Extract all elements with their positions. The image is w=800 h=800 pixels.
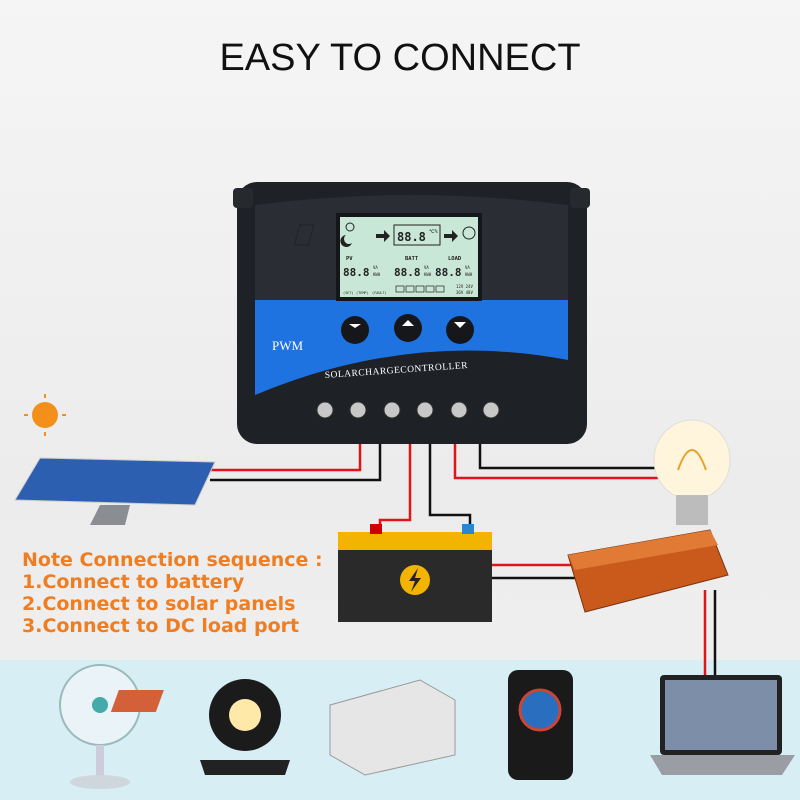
batt-unit-kwh: KWH <box>424 272 432 277</box>
inverter <box>567 529 729 613</box>
terminals <box>316 401 500 419</box>
connection-note: Note Connection sequence : 1.Connect to … <box>22 549 323 637</box>
solar-panel <box>14 457 216 525</box>
load-value: 88.8 <box>435 266 462 279</box>
battery-lcd-icon <box>393 224 441 246</box>
panel-icon <box>293 224 315 246</box>
laptop <box>650 675 795 775</box>
load-unit-va: VA <box>465 265 470 270</box>
page-title: EASY TO CONNECT <box>219 37 580 79</box>
light-bulb <box>653 419 731 525</box>
stage-light <box>200 679 290 775</box>
center-units: ℃% <box>429 229 438 235</box>
moon-icon <box>340 235 352 247</box>
arrow-icon <box>376 230 390 242</box>
speaker <box>508 670 573 780</box>
temp-label: (TEMP) <box>356 291 369 295</box>
down-button[interactable] <box>446 316 474 344</box>
batt-unit-va: VA <box>424 265 429 270</box>
pv-value: 88.8 <box>343 266 370 279</box>
voltage-bottom: 36V 48V <box>456 290 473 295</box>
center-reading: 88.8 <box>397 230 426 244</box>
pv-unit-kwh: KWH <box>373 272 381 277</box>
note-step: 2.Connect to solar panels <box>22 593 295 615</box>
pv-label: PV <box>346 256 353 262</box>
pv-unit-va: VA <box>373 265 378 270</box>
down-arrow-icon <box>454 322 466 328</box>
load-label: LOAD <box>448 256 462 262</box>
sun-icon <box>24 394 66 436</box>
printer <box>110 679 456 776</box>
note-step: 1.Connect to battery <box>22 571 245 593</box>
battery <box>338 524 492 622</box>
sun-icon <box>345 222 355 232</box>
batt-value: 88.8 <box>394 266 421 279</box>
note-heading: Note Connection sequence : <box>22 549 323 571</box>
fault-label: (FAULT) <box>372 291 387 295</box>
charge-controller: PWM SOLARCHARGECONTROLLER 88.8 ℃% PV BAT… <box>233 182 590 444</box>
arrow-icon <box>444 230 458 242</box>
blue-panel <box>255 300 568 395</box>
voltage-top: 12V 24V <box>456 284 473 289</box>
up-arrow-icon <box>402 320 414 326</box>
lcd-display: 88.8 ℃% PV BATT LOAD 88.8 88.8 88.8 VA K… <box>293 213 482 301</box>
load-unit-kwh: KWH <box>465 272 473 277</box>
pwm-label: PWM <box>272 338 304 353</box>
fan <box>59 664 141 789</box>
batt-label: BATT <box>405 256 419 262</box>
up-button[interactable] <box>394 314 422 342</box>
menu-icon <box>349 324 361 328</box>
set-label: (SET) <box>343 291 354 295</box>
bulb-lcd-icon <box>462 226 476 240</box>
battery-level-icons <box>395 285 445 293</box>
menu-button[interactable] <box>341 316 369 344</box>
note-step: 3.Connect to DC load port <box>22 615 299 637</box>
